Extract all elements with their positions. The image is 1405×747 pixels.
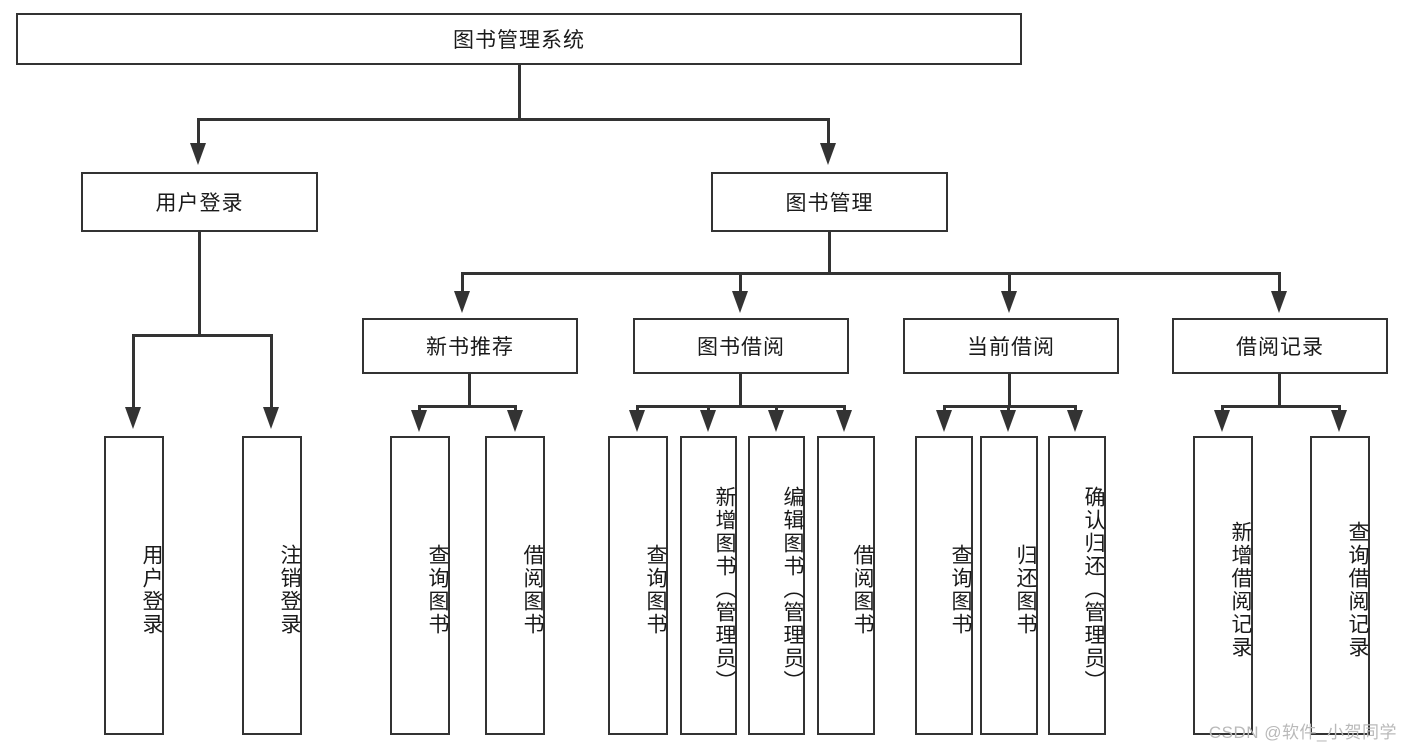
node-leaf-edit-book[interactable]: 编辑图书（管理员） [748,436,805,735]
node-current-borrow[interactable]: 当前借阅 [903,318,1119,374]
arrowhead-book-manage-to-l3-4 [1271,291,1287,313]
arrowhead-root-to-user-login [190,143,206,165]
node-leaf-query-borrow-record[interactable]: 查询借阅记录 [1310,436,1370,735]
arrowhead-borrow-record-to-leaf1 [1214,410,1230,432]
node-leaf-add-borrow-record[interactable]: 新增借阅记录 [1193,436,1253,735]
connector-book-borrow-to-leaf2 [707,405,710,413]
node-label: 图书借阅 [697,336,785,359]
node-book-management[interactable]: 图书管理 [711,172,948,232]
node-label: 查询图书 [644,543,667,636]
node-label: 查询图书 [426,543,449,636]
connector-book-borrow-to-leaf1 [636,405,639,413]
connector-borrow-record-bar [1221,405,1341,408]
connector-book-manage-to-l3-1 [461,272,464,294]
node-leaf-confirm-return[interactable]: 确认归还（管理员） [1048,436,1106,735]
node-borrow-record[interactable]: 借阅记录 [1172,318,1388,374]
arrowhead-book-borrow-to-leaf3 [768,410,784,432]
node-leaf-query-book-current[interactable]: 查询图书 [915,436,973,735]
connector-user-login-to-leaf1 [132,334,135,410]
connector-new-book-to-leaf1 [418,405,421,413]
node-label: 借阅记录 [1236,336,1324,359]
node-label: 图书管理系统 [453,29,585,52]
arrowhead-current-borrow-to-leaf1 [936,410,952,432]
node-label: 图书管理 [785,192,874,215]
node-label: 确认归还（管理员） [1082,486,1105,693]
connector-book-borrow-bar [636,405,846,408]
connector-user-login-to-leaf2 [270,334,273,410]
arrowhead-book-borrow-to-leaf1 [629,410,645,432]
node-leaf-user-login[interactable]: 用户登录 [104,436,164,735]
connector-borrow-record-stem [1278,374,1281,408]
node-label: 编辑图书（管理员） [781,486,804,693]
node-label: 用户登录 [140,543,163,636]
connector-borrow-record-to-leaf1 [1221,405,1224,413]
connector-book-manage-stem [828,232,831,274]
arrowhead-new-book-to-leaf2 [507,410,523,432]
node-label: 查询图书 [949,543,972,636]
arrowhead-book-manage-to-l3-1 [454,291,470,313]
arrowhead-book-manage-to-l3-2 [732,291,748,313]
node-book-management-system[interactable]: 图书管理系统 [16,13,1022,65]
node-leaf-query-book-borrow[interactable]: 查询图书 [608,436,668,735]
node-leaf-add-book[interactable]: 新增图书（管理员） [680,436,737,735]
node-label: 借阅图书 [521,543,544,636]
connector-book-borrow-to-leaf3 [775,405,778,413]
connector-book-manage-to-l3-3 [1008,272,1011,294]
connector-new-book-to-leaf2 [514,405,517,413]
connector-user-login-bar [132,334,270,337]
node-user-login[interactable]: 用户登录 [81,172,318,232]
connector-root-to-book-manage [827,118,830,146]
node-leaf-borrow-book-recommend[interactable]: 借阅图书 [485,436,545,735]
node-book-borrow[interactable]: 图书借阅 [633,318,849,374]
connector-book-manage-to-l3-2 [739,272,742,294]
arrowhead-book-borrow-to-leaf2 [700,410,716,432]
connector-current-borrow-stem [1008,374,1011,408]
arrowhead-user-login-to-leaf1 [125,407,141,429]
node-label: 借阅图书 [851,543,874,636]
node-label: 查询借阅记录 [1346,520,1369,659]
connector-root-stem [518,65,521,120]
node-leaf-borrow-book-borrow[interactable]: 借阅图书 [817,436,875,735]
connector-borrow-record-to-leaf2 [1338,405,1341,413]
connector-root-bar [197,118,830,121]
connector-new-book-stem [468,374,471,408]
node-label: 新增借阅记录 [1229,520,1252,659]
connector-book-borrow-to-leaf4 [843,405,846,413]
arrowhead-user-login-to-leaf2 [263,407,279,429]
arrowhead-new-book-to-leaf1 [411,410,427,432]
node-label: 归还图书 [1014,543,1037,636]
connector-user-login-stem [198,232,201,336]
connector-new-book-bar [418,405,517,408]
node-label: 用户登录 [155,192,244,215]
arrowhead-root-to-book-manage [820,143,836,165]
connector-current-borrow-to-leaf1 [943,405,946,413]
node-new-book-recommend[interactable]: 新书推荐 [362,318,578,374]
node-label: 新增图书（管理员） [713,486,736,693]
connector-current-borrow-to-leaf2 [1007,405,1010,413]
arrowhead-current-borrow-to-leaf2 [1000,410,1016,432]
arrowhead-current-borrow-to-leaf3 [1067,410,1083,432]
arrowhead-book-borrow-to-leaf4 [836,410,852,432]
node-leaf-query-book-recommend[interactable]: 查询图书 [390,436,450,735]
node-leaf-return-book[interactable]: 归还图书 [980,436,1038,735]
connector-book-borrow-stem [739,374,742,408]
watermark-text: CSDN @软件_小贺同学 [1208,723,1397,742]
connector-root-to-user-login [197,118,200,146]
connector-book-manage-to-l3-4 [1278,272,1281,294]
arrowhead-borrow-record-to-leaf2 [1331,410,1347,432]
connector-current-borrow-bar [943,405,1077,408]
node-label: 当前借阅 [967,336,1055,359]
node-leaf-logout-login[interactable]: 注销登录 [242,436,302,735]
connector-current-borrow-to-leaf3 [1074,405,1077,413]
node-label: 新书推荐 [426,336,514,359]
node-label: 注销登录 [278,543,301,636]
connector-book-manage-bar [461,272,1281,275]
arrowhead-book-manage-to-l3-3 [1001,291,1017,313]
